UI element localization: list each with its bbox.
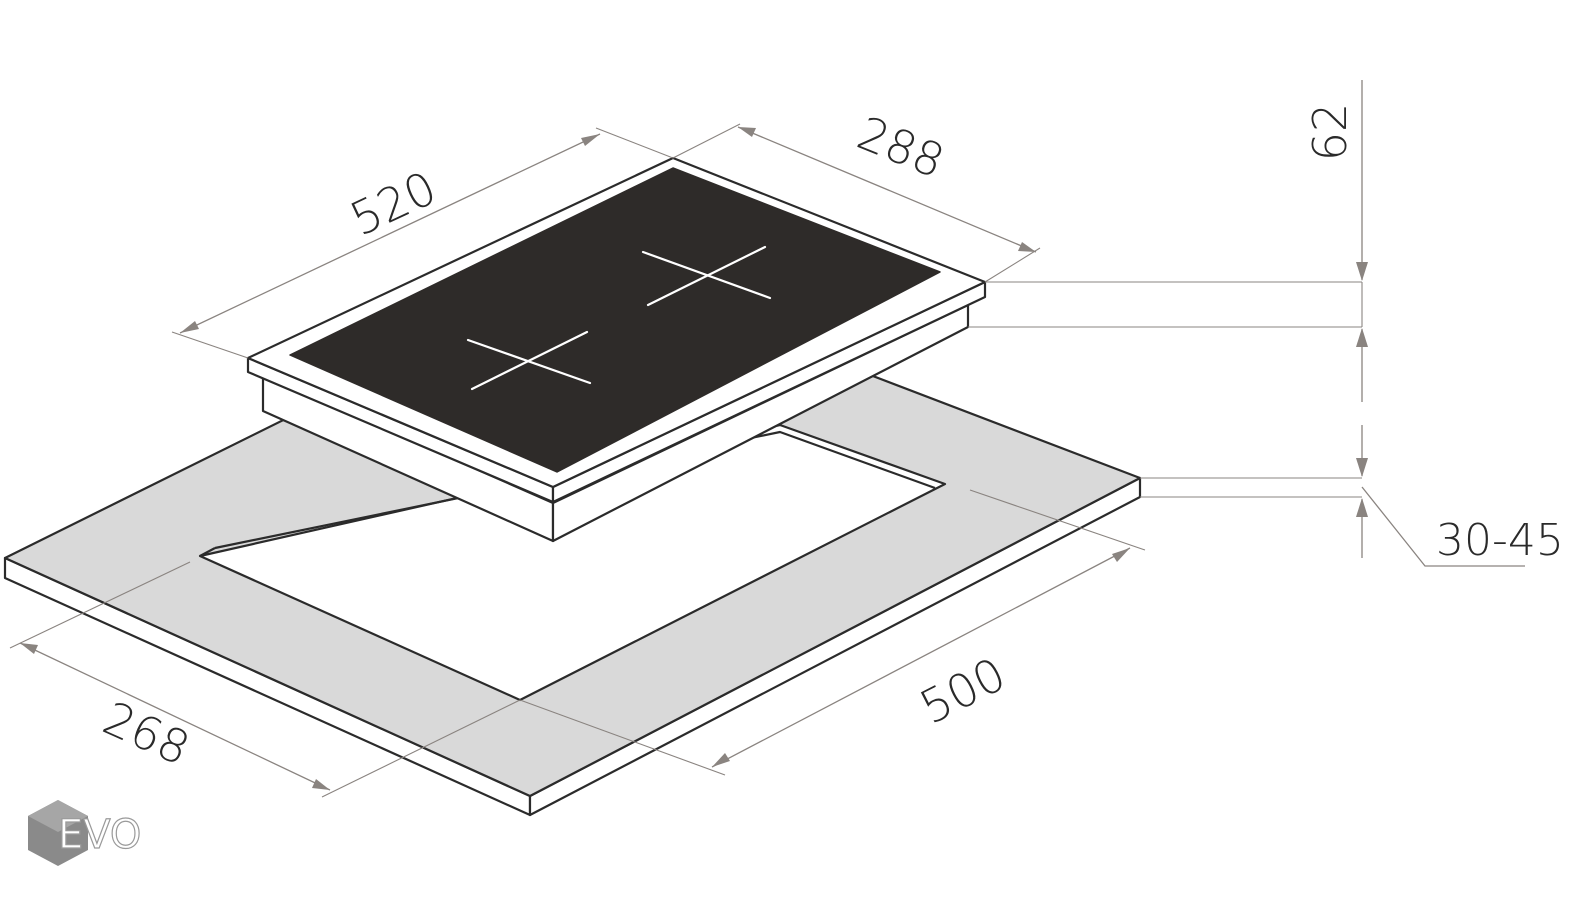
label-hob-height: 62 (1303, 103, 1357, 162)
label-hob-depth: 288 (850, 106, 952, 189)
label-hob-length: 520 (342, 160, 444, 246)
worktop-front-right-face (528, 476, 1142, 817)
label-cutout-length: 500 (911, 647, 1014, 735)
burner-mark-front (466, 330, 592, 391)
label-cutout-depth: 268 (95, 691, 197, 776)
hob-glass-panel (289, 167, 941, 473)
evo-logo: EVO (28, 800, 142, 866)
cutout-inner-edge-left (199, 547, 216, 557)
dimension-hob-height: 62 (968, 80, 1368, 402)
hob (246, 156, 987, 543)
cutout-inner-edge (214, 430, 936, 550)
dimension-worktop-thickness: 30-45 (1140, 425, 1564, 567)
burner-mark-rear (641, 245, 772, 307)
logo-text: EVO (58, 812, 141, 858)
label-worktop-thickness: 30-45 (1436, 515, 1564, 566)
